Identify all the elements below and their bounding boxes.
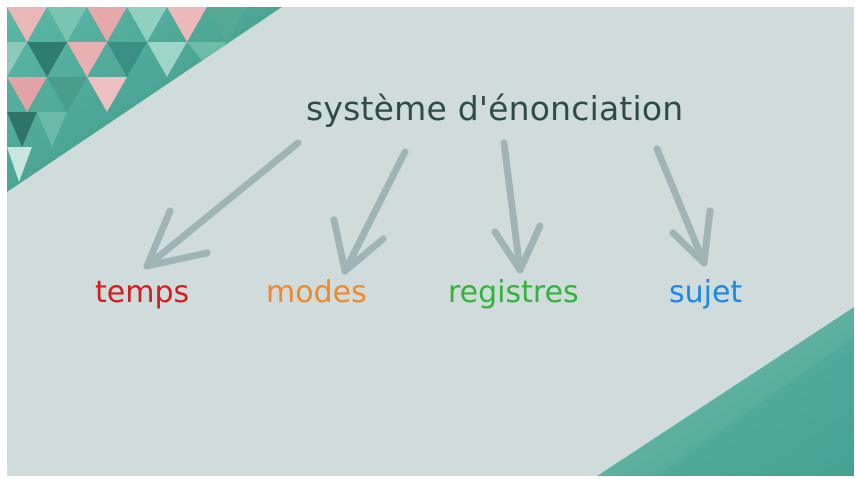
arrow-modes <box>330 148 409 275</box>
branch-label-registres: registres <box>448 275 579 310</box>
slide-canvas: système d'énonciation temps modes regist… <box>7 7 854 476</box>
branch-label-temps: temps <box>95 275 190 310</box>
arrow-sujet <box>653 145 714 267</box>
branch-label-modes: modes <box>266 275 367 310</box>
arrows-layer <box>143 139 714 275</box>
arrow-temps <box>143 139 302 270</box>
arrow-registres <box>491 139 544 274</box>
branch-label-sujet: sujet <box>669 275 743 310</box>
diagram-title: système d'énonciation <box>306 89 684 128</box>
decorative-mosaic <box>7 7 854 476</box>
